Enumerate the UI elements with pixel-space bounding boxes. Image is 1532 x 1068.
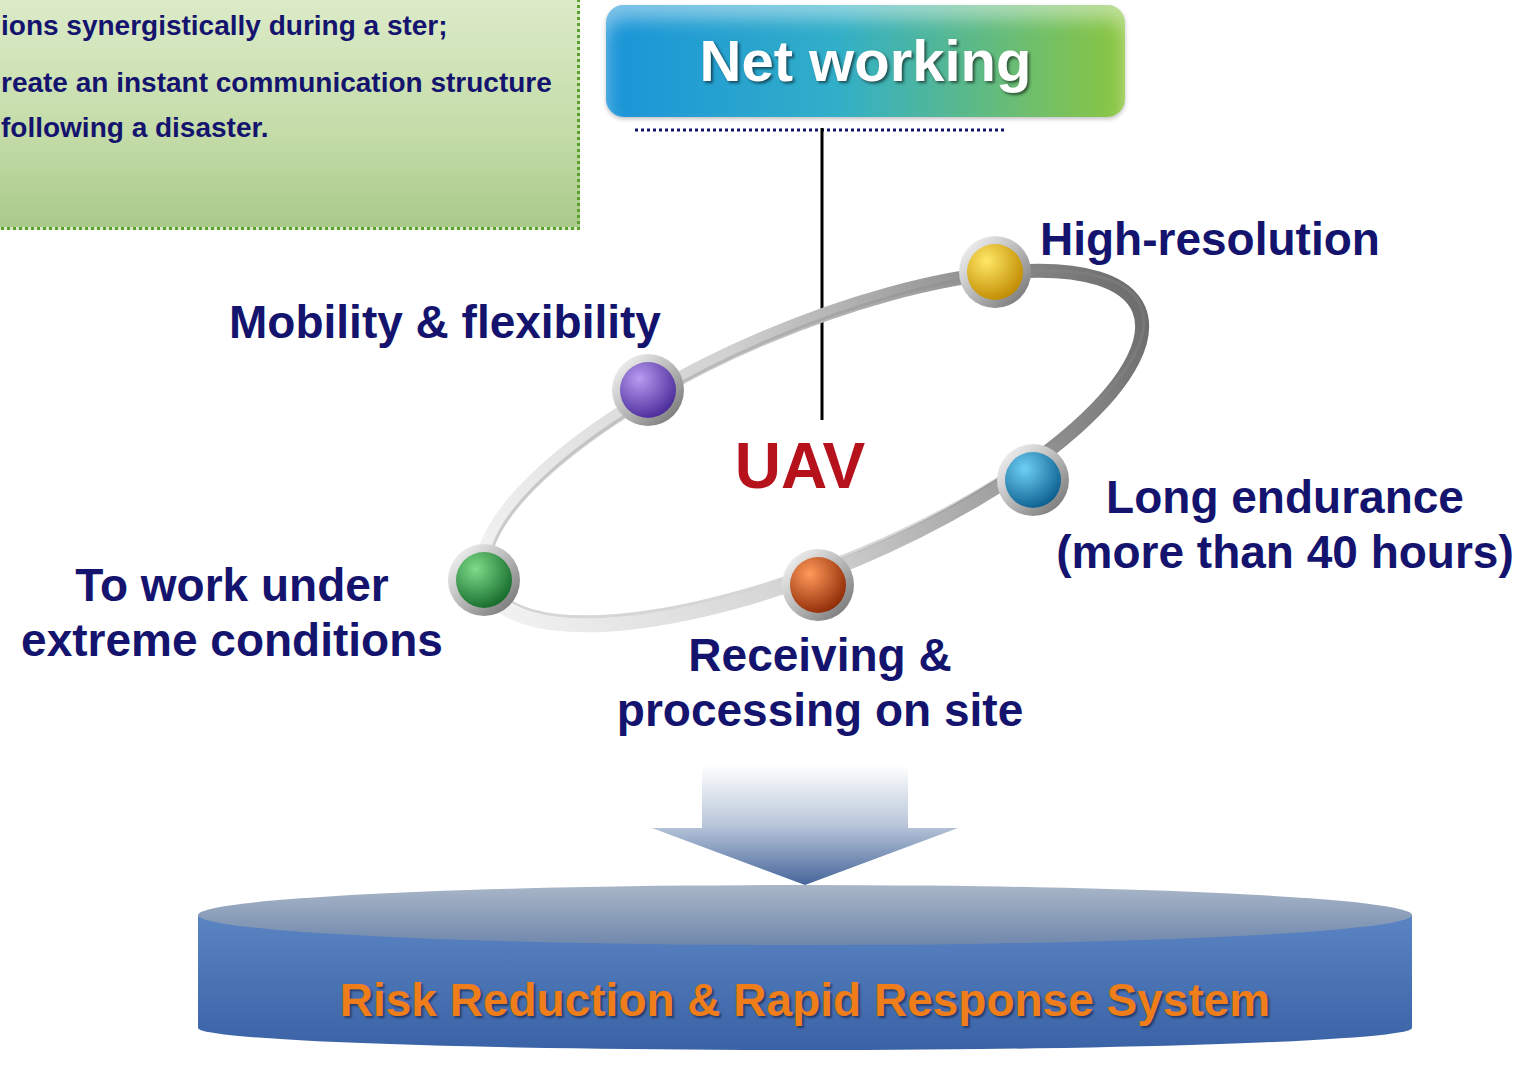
note-box: ions synergistically during a ster; reate… <box>0 0 580 230</box>
ball-purple <box>612 354 684 426</box>
ball-green <box>448 544 520 616</box>
feature-label: Long endurance (more than 40 hours) <box>1045 470 1525 580</box>
node-text: Net working <box>700 28 1032 94</box>
feature-label: To work under extreme conditions <box>7 558 457 668</box>
node-text: reate an instant communication structure… <box>1 60 556 150</box>
orbit-ring <box>438 198 1188 698</box>
feature-label: Receiving & processing on site <box>595 628 1045 738</box>
center-label: UAV <box>690 428 910 504</box>
feature-label: Mobility & flexibility <box>185 295 705 350</box>
networking-box: Net working <box>606 5 1125 117</box>
cylinder-top <box>198 885 1412 945</box>
ball-blue <box>997 444 1069 516</box>
feature-label: High-resolution <box>1040 212 1480 267</box>
node-text: Risk Reduction & Rapid Response System <box>340 973 1270 1027</box>
system-cylinder: Risk Reduction & Rapid Response System <box>198 885 1412 1050</box>
ball-orange <box>782 549 854 621</box>
node-text: ions synergistically during a ster; <box>1 3 556 48</box>
ball-yellow <box>959 236 1031 308</box>
down-arrow <box>652 765 958 885</box>
connector-line <box>821 128 824 420</box>
dotted-rule <box>635 129 1005 132</box>
